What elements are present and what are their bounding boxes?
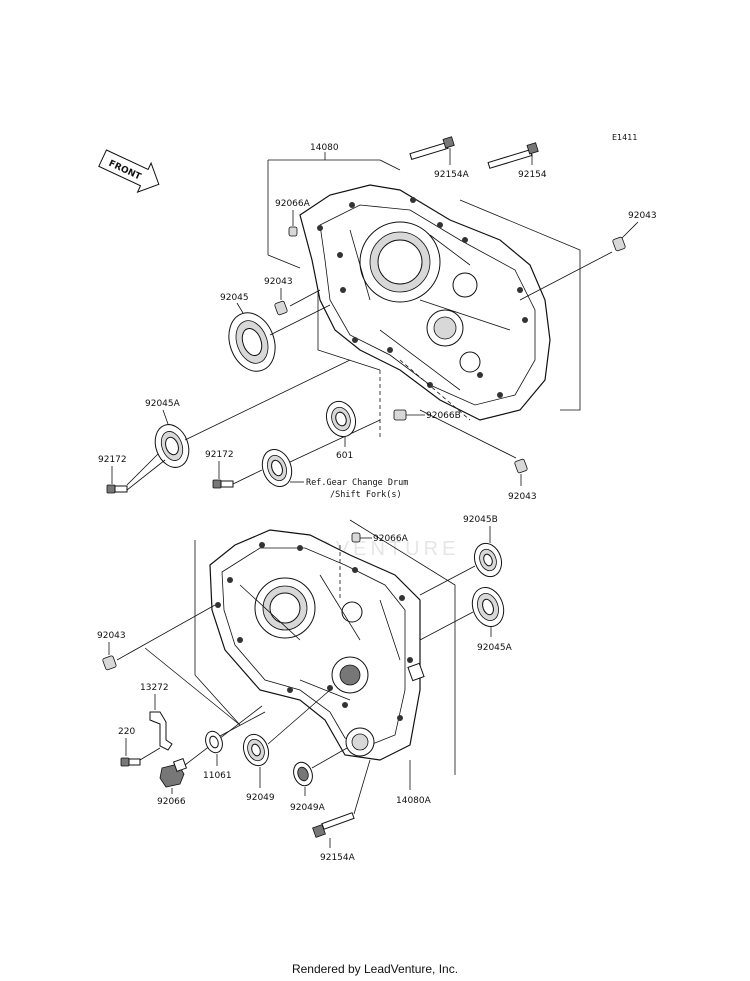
screw-92172-left: [106, 484, 128, 494]
label-92066: 92066: [157, 797, 186, 807]
bracket-13272: [149, 711, 173, 751]
label-220: 220: [118, 727, 135, 737]
footer-credit: Rendered by LeadVenture, Inc.: [291, 962, 459, 976]
ball-bearing-92045A-top: [154, 424, 190, 468]
label-92154-top: 92154: [518, 170, 547, 180]
screw-220: [120, 757, 141, 767]
label-92043-left-top: 92043: [264, 277, 293, 287]
dowel-pin-92066A-top: [288, 226, 298, 237]
label-92043-right-top: 92043: [628, 211, 657, 221]
label-ref-shift-forks: /Shift Fork(s): [330, 490, 402, 500]
bolt-92154-top: [487, 142, 539, 169]
dowel-92043-left-top: [274, 300, 288, 316]
label-92043-right-mid: 92043: [508, 492, 537, 502]
label-92066A-bottom: 92066A: [373, 534, 409, 544]
ball-bearing-92045B: [473, 542, 503, 578]
label-92172-mid: 92172: [205, 450, 234, 460]
dowel-92043-right-mid: [514, 458, 528, 474]
screw-92172-mid: [212, 479, 234, 489]
bolt-92154A-top: [409, 136, 455, 165]
oil-seal-92049: [242, 733, 270, 767]
dowel-92043-right-top: [612, 236, 626, 252]
bolt-92154A-bottom: [312, 812, 355, 838]
label-13272: 13272: [140, 683, 169, 693]
plug-92066B: [393, 409, 407, 421]
label-92045: 92045: [220, 293, 249, 303]
diagram-code: E1411: [612, 133, 637, 142]
label-92045A-bottom: 92045A: [477, 643, 513, 653]
ball-bearing-92045: [228, 312, 276, 372]
label-11061: 11061: [203, 771, 232, 781]
label-92172-left: 92172: [98, 455, 127, 465]
bearing-ref-gear-change: [261, 449, 293, 487]
label-92045B: 92045B: [463, 515, 498, 525]
label-92154A-bottom: 92154A: [320, 853, 356, 863]
label-601: 601: [336, 451, 353, 461]
label-92154A-top: 92154A: [434, 170, 470, 180]
label-92049A: 92049A: [290, 803, 326, 813]
label-14080: 14080: [310, 143, 339, 153]
label-92043-left-bottom: 92043: [97, 631, 126, 641]
dowel-pin-92066A-bottom: [351, 532, 361, 543]
crankcase-right-14080: [267, 152, 581, 440]
drain-plug-92066: [159, 757, 188, 788]
label-ref-gear-change-drum: Ref.Gear Change Drum: [306, 478, 408, 488]
label-14080A: 14080A: [396, 796, 432, 806]
front-arrow-icon: FRONT: [98, 149, 160, 193]
dowel-92043-left-bottom: [102, 655, 117, 671]
label-92066A-top: 92066A: [275, 199, 311, 209]
ball-bearing-92045A-bottom: [471, 587, 505, 627]
label-92066B: 92066B: [426, 411, 461, 421]
label-92045A-top: 92045A: [145, 399, 181, 409]
ball-bearing-601: [325, 400, 357, 438]
label-92049: 92049: [246, 793, 275, 803]
crankcase-left-14080A: [194, 519, 456, 775]
oil-seal-92049A: [293, 761, 313, 787]
gasket-11061: [205, 730, 223, 754]
